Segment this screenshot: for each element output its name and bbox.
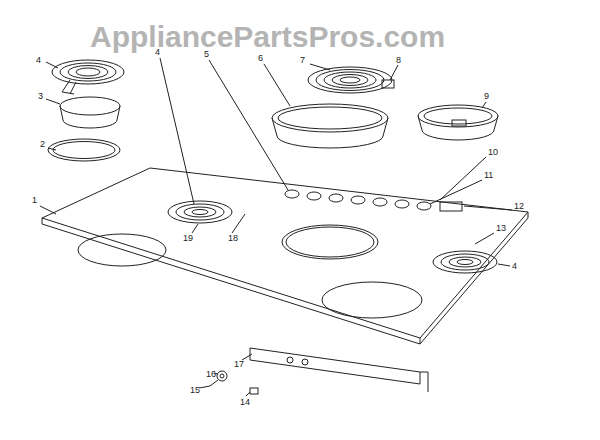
trim-ring — [48, 139, 120, 161]
surface-element — [308, 67, 394, 93]
leader-lines — [40, 58, 512, 396]
callout-number: 3 — [38, 92, 43, 101]
callout-number: 17 — [234, 360, 244, 369]
callout-number: 10 — [488, 148, 498, 157]
callout-number: 16 — [206, 370, 216, 379]
callout-number: 1 — [32, 196, 37, 205]
callout-number: 9 — [484, 92, 489, 101]
front-bracket — [250, 348, 428, 392]
callout-number: 7 — [300, 56, 305, 65]
surface-element — [52, 60, 124, 94]
callout-number: 14 — [240, 398, 250, 407]
callout-number: 19 — [183, 234, 193, 243]
drip-bowl — [272, 104, 388, 148]
callout-number: 15 — [190, 386, 200, 395]
callout-number: 4 — [36, 56, 41, 65]
callout-number: 18 — [228, 234, 238, 243]
callout-number: 4 — [155, 48, 160, 57]
small-parts — [210, 371, 258, 394]
cooktop-panel — [42, 168, 528, 344]
callout-number: 2 — [40, 140, 45, 149]
callout-number: 11 — [484, 171, 493, 180]
drip-bowl — [418, 105, 498, 140]
callout-number: 8 — [396, 56, 401, 65]
control-knobs — [285, 190, 462, 211]
callout-number: 5 — [204, 50, 209, 59]
callout-number: 13 — [496, 224, 506, 233]
callout-number: 6 — [258, 54, 263, 63]
drip-bowl — [60, 97, 120, 128]
watermark: AppliancePartsPros.com — [90, 22, 445, 52]
callout-number: 4 — [512, 262, 517, 271]
callout-number: 12 — [514, 202, 524, 211]
